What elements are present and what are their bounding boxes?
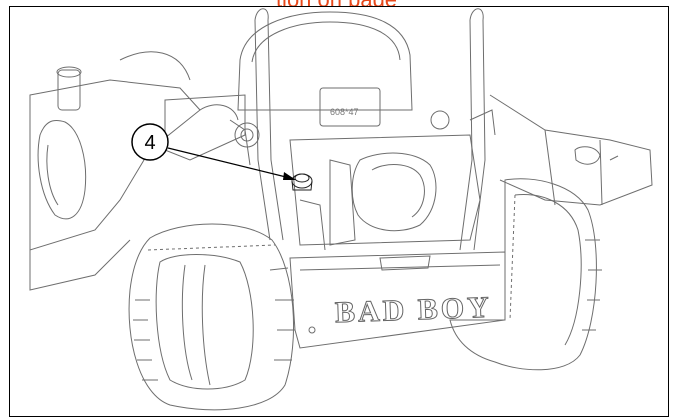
left-rear-tire (128, 223, 295, 411)
right-rear-tire (449, 178, 602, 371)
right-deck (489, 94, 653, 206)
plate-text: 608*47 (330, 107, 359, 117)
callout-circle (131, 123, 169, 161)
rear-plate (289, 251, 506, 349)
seat-back: 608*47 (237, 11, 413, 127)
fuel-cap (291, 173, 313, 191)
figure-frame (9, 6, 669, 417)
rops-bars (254, 8, 486, 251)
brand-text: BAD BOY (334, 291, 492, 329)
callout-number: 4 (144, 132, 155, 154)
callout-arrowhead (283, 172, 296, 180)
left-deck (29, 51, 201, 291)
callout-leader (167, 147, 291, 179)
engine-area (164, 94, 496, 251)
callout-4: 4 (131, 123, 296, 180)
